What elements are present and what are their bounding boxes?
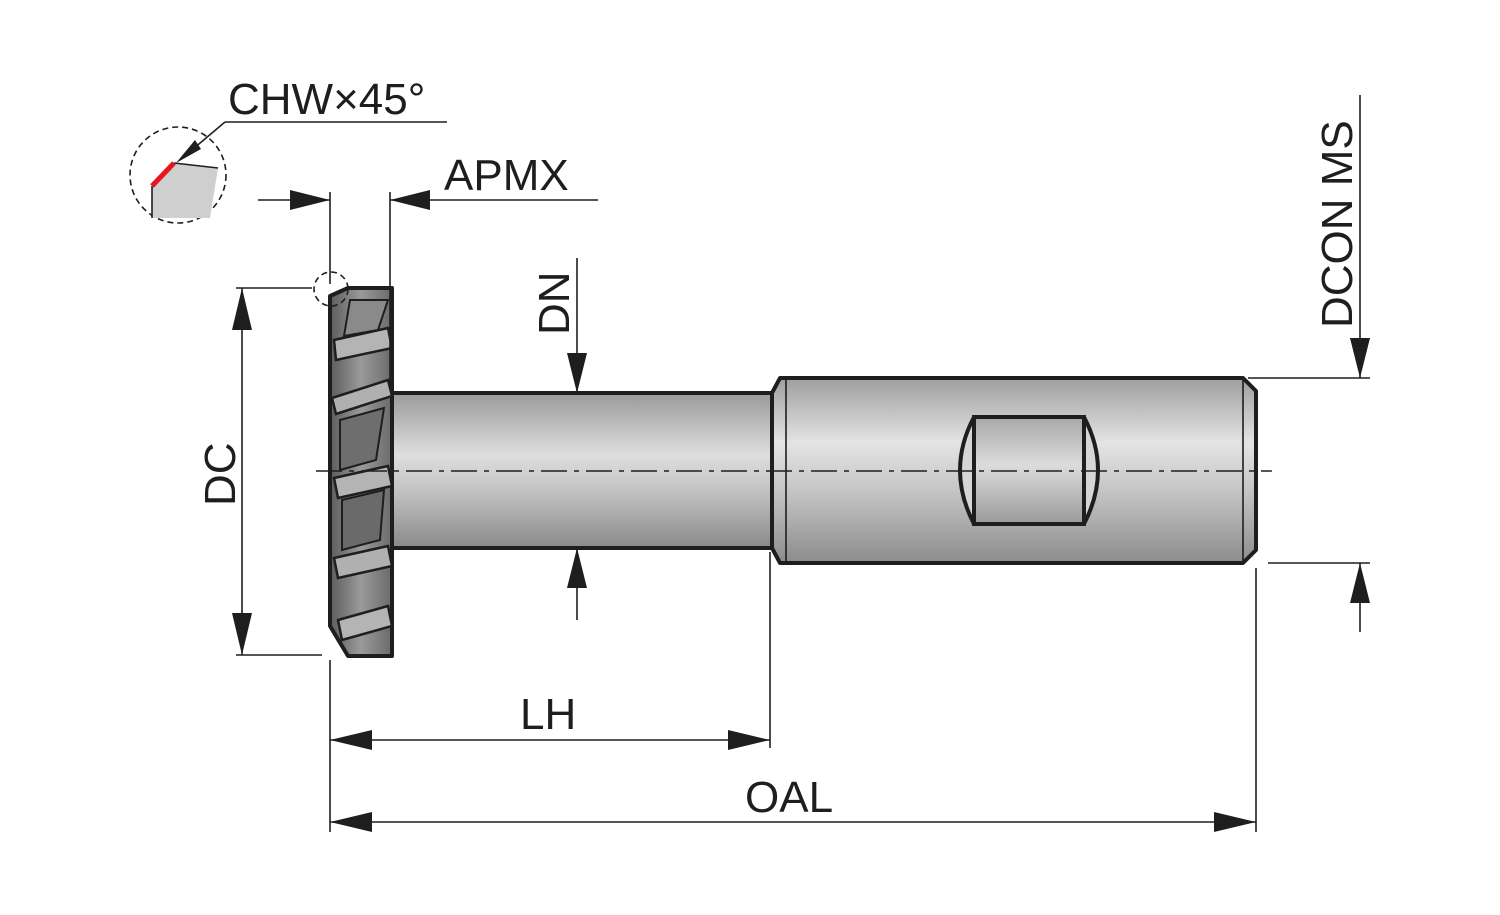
- apmx-label: APMX: [444, 151, 569, 200]
- lh-label: LH: [520, 690, 576, 739]
- oal-label: OAL: [745, 773, 833, 822]
- chamfer-highlight-line: [150, 161, 176, 188]
- dcon-ms-dimension: [1248, 95, 1370, 632]
- chamfer-detail-marker: [313, 271, 349, 307]
- dn-dimension: [567, 258, 587, 620]
- tool-body: [316, 286, 1272, 658]
- neck: [388, 391, 774, 550]
- apmx-dimension: [258, 190, 598, 386]
- dc-label: DC: [196, 442, 245, 506]
- dcon-ms-label: DCON MS: [1313, 120, 1362, 328]
- chamfer-label: CHW×45°: [228, 75, 425, 124]
- oal-dimension: [330, 568, 1257, 832]
- cutter-head: [328, 286, 394, 658]
- dc-dimension: [232, 287, 322, 656]
- dn-label: DN: [530, 271, 579, 335]
- chamfer-detail-view: [129, 121, 447, 224]
- lh-dimension: [329, 552, 771, 832]
